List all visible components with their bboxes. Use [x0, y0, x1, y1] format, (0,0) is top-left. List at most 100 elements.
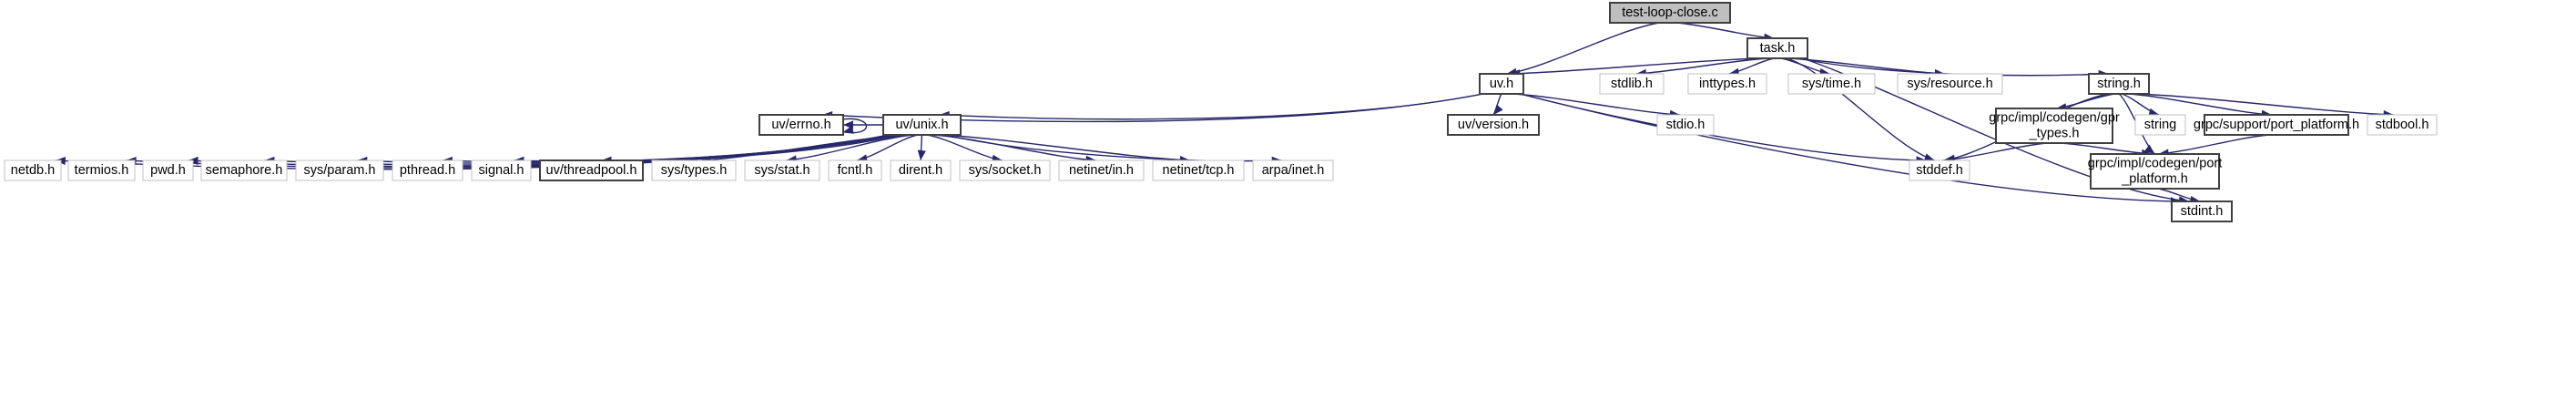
graph-node-inttypes[interactable]: inttypes.h — [1687, 73, 1767, 95]
node-label: _types.h — [2029, 126, 2080, 140]
node-box[interactable] — [1687, 73, 1767, 95]
node-box[interactable] — [1909, 159, 1970, 181]
node-box[interactable] — [2204, 114, 2349, 136]
graph-node-termios[interactable]: termios.h — [67, 159, 136, 181]
graph-node-stdbool[interactable]: stdbool.h — [2367, 114, 2438, 136]
node-box[interactable] — [2088, 73, 2150, 95]
graph-node-stdio[interactable]: stdio.h — [1656, 114, 1715, 136]
node-label: netinet/tcp.h — [1163, 163, 1235, 178]
node-label: dirent.h — [899, 163, 942, 178]
node-label: sys/time.h — [1802, 77, 1861, 91]
node-label: grpc/support/port_platform.h — [2194, 118, 2359, 132]
edge-stringh-to-stdbool — [2135, 93, 2394, 116]
node-box[interactable] — [959, 159, 1051, 181]
graph-node-netinettcp[interactable]: netinet/tcp.h — [1152, 159, 1245, 181]
graph-node-pthread[interactable]: pthread.h — [392, 159, 463, 181]
graph-node-root[interactable]: test-loop-close.c — [1609, 2, 1731, 24]
graph-node-uvthreadpool[interactable]: uv/threadpool.h — [539, 159, 644, 181]
graph-node-dirent[interactable]: dirent.h — [890, 159, 952, 181]
node-box[interactable] — [392, 159, 463, 181]
graph-node-sysparam[interactable]: sys/param.h — [295, 159, 384, 181]
node-box[interactable] — [1656, 114, 1715, 136]
graph-node-syssocket[interactable]: sys/socket.h — [959, 159, 1051, 181]
graph-node-netinetin[interactable]: netinet/in.h — [1058, 159, 1145, 181]
node-label: pwd.h — [150, 163, 186, 178]
node-box[interactable] — [1746, 37, 1808, 59]
graph-node-uvh[interactable]: uv.h — [1479, 73, 1524, 95]
graph-node-task[interactable]: task.h — [1746, 37, 1808, 59]
node-label: stdlib.h — [1611, 77, 1653, 91]
node-box[interactable] — [1479, 73, 1524, 95]
node-box[interactable] — [2171, 200, 2233, 222]
node-box[interactable] — [1447, 114, 1540, 136]
edge-uvunix-to-sysstat — [786, 134, 914, 161]
node-label: uv/unix.h — [895, 118, 948, 132]
node-label: inttypes.h — [1699, 77, 1756, 91]
node-box[interactable] — [2090, 153, 2220, 190]
node-box[interactable] — [744, 159, 820, 181]
graph-node-arpainet[interactable]: arpa/inet.h — [1252, 159, 1334, 181]
graph-node-netdb[interactable]: netdb.h — [4, 159, 62, 181]
node-label: uv/version.h — [1458, 118, 1529, 132]
node-box[interactable] — [2367, 114, 2438, 136]
graph-node-stdint[interactable]: stdint.h — [2171, 200, 2233, 222]
graph-node-implport[interactable]: grpc/impl/codegen/port_platform.h — [2088, 153, 2223, 190]
graph-node-pwd[interactable]: pwd.h — [142, 159, 194, 181]
graph-node-stringcpp[interactable]: string — [2134, 114, 2186, 136]
node-label: uv/errno.h — [771, 118, 830, 132]
node-box[interactable] — [1609, 2, 1731, 24]
node-box[interactable] — [1995, 108, 2113, 144]
node-box[interactable] — [295, 159, 384, 181]
graph-node-uvversion[interactable]: uv/version.h — [1447, 114, 1540, 136]
edge-uvh-to-uvunix — [939, 93, 1483, 120]
node-label: termios.h — [75, 163, 129, 178]
graph-node-uvunix[interactable]: uv/unix.h — [882, 114, 962, 136]
node-label: string — [2144, 118, 2176, 132]
node-box[interactable] — [1599, 73, 1665, 95]
node-label: sys/resource.h — [1907, 77, 1992, 91]
graph-node-gprtypes[interactable]: grpc/impl/codegen/gpr_types.h — [1989, 108, 2120, 144]
node-box[interactable] — [828, 159, 882, 181]
node-box[interactable] — [1152, 159, 1245, 181]
graph-node-uverrno[interactable]: uv/errno.h — [759, 114, 844, 136]
node-box[interactable] — [200, 159, 288, 181]
node-box[interactable] — [1897, 73, 2003, 95]
node-box[interactable] — [1787, 73, 1876, 95]
graph-node-fcntl[interactable]: fcntl.h — [828, 159, 882, 181]
graph-node-stringh[interactable]: string.h — [2088, 73, 2150, 95]
edge-gprtypes-to-stddef — [1942, 142, 2048, 161]
graph-node-stdlib[interactable]: stdlib.h — [1599, 73, 1665, 95]
edge-uvunix-to-uvthreadpool — [601, 134, 902, 162]
node-box[interactable] — [67, 159, 136, 181]
graph-node-systime[interactable]: sys/time.h — [1787, 73, 1876, 95]
edge-uvh-to-stdint — [1520, 93, 2181, 202]
node-box[interactable] — [1058, 159, 1145, 181]
edge-arrowhead — [917, 149, 926, 160]
node-label: _platform.h — [2121, 171, 2188, 186]
graph-node-stddef[interactable]: stddef.h — [1909, 159, 1970, 181]
edge-arrowhead — [1923, 153, 1935, 162]
graph-node-signal[interactable]: signal.h — [471, 159, 532, 181]
node-label: netdb.h — [11, 163, 55, 178]
graph-node-systypes[interactable]: sys/types.h — [651, 159, 737, 181]
edge-uvh-to-stddef — [1520, 93, 1927, 161]
graph-node-sysresource[interactable]: sys/resource.h — [1897, 73, 2003, 95]
graph-node-semaphore[interactable]: semaphore.h — [200, 159, 288, 181]
node-box[interactable] — [1252, 159, 1334, 181]
node-box[interactable] — [759, 114, 844, 136]
edge-arrowhead — [843, 120, 853, 129]
node-box[interactable] — [539, 159, 644, 181]
node-box[interactable] — [882, 114, 962, 136]
node-box[interactable] — [2134, 114, 2186, 136]
node-label: signal.h — [479, 163, 524, 178]
node-box[interactable] — [142, 159, 194, 181]
graph-node-supportport[interactable]: grpc/support/port_platform.h — [2194, 114, 2359, 136]
node-label: sys/types.h — [661, 163, 728, 178]
node-box[interactable] — [651, 159, 737, 181]
graph-node-sysstat[interactable]: sys/stat.h — [744, 159, 820, 181]
node-box[interactable] — [4, 159, 62, 181]
node-label: stdbool.h — [2376, 118, 2429, 132]
node-box[interactable] — [890, 159, 952, 181]
node-box[interactable] — [471, 159, 532, 181]
